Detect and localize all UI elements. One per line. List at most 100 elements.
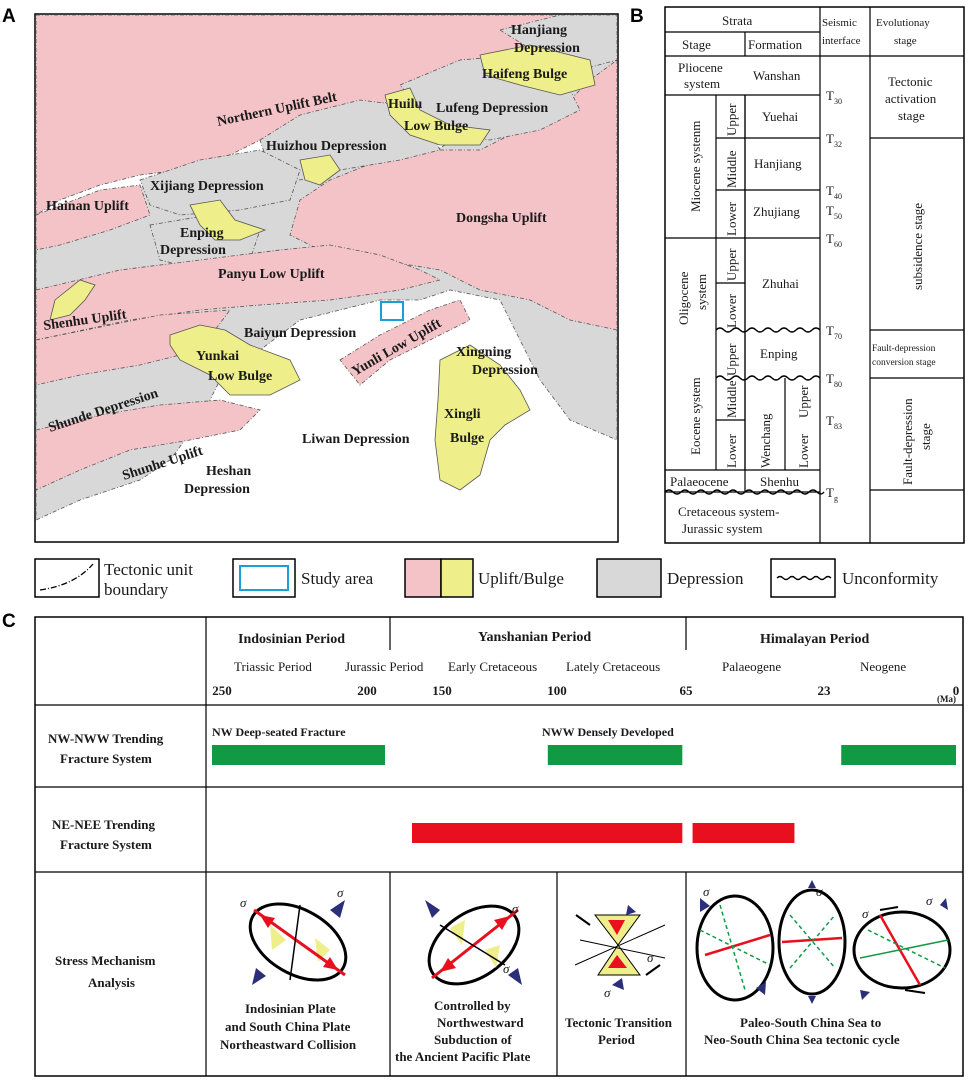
map-shenhu-bulge [49,279,96,321]
strata-cretaceous-1: Cretaceous system- [678,504,779,519]
map-label-xingning-2: Depression [472,363,538,378]
map-label-enping-1: Enping [180,226,224,241]
sigma-label-4a: σ [703,884,710,899]
period-indosinian: Indosinian Period [238,632,345,647]
map-yunli-uplift [339,299,471,386]
strata-formation-zhujiang: Zhujiang [753,204,800,219]
strata-evo-tectonic-3: stage [898,108,925,123]
legend-study-swatch [232,558,296,598]
subperiod-early-cret: Early Cretaceous [448,659,537,674]
fracture-bar-nw-0 [212,745,385,765]
strata-oligocene-upper: Upper [724,248,739,281]
stress-1-line-1: Indosinian Plate [245,1001,336,1016]
map-label-dongsha: Dongsha Uplift [456,211,547,226]
strata-wenchang-lower: Lower [796,433,811,468]
stress-2-line-3: Subduction of [434,1032,512,1047]
stress-3-line-1: Tectonic Transition [565,1015,673,1030]
map-label-xingli-2: Bulge [450,431,484,446]
strata-unconformity-tg [664,489,825,495]
bar-label-nww-dense: NWW Densely Developed [542,725,674,739]
map-label-hanjiang-2: Depression [514,41,580,56]
map-shenhu-uplift [36,309,231,386]
strata-header-seismic-2: interface [822,35,861,47]
strata-table: Strata Stage Formation Seismic interface… [664,6,965,544]
sigma-label-3a: σ [647,950,654,965]
sigma-label-4c: σ [862,906,869,921]
strata-header-evo-1: Evolutionay [876,17,930,29]
strata-header-seismic-1: Seismic [822,17,857,29]
subperiod-triassic: Triassic Period [234,659,312,674]
map-label-panyu: Panyu Low Uplift [218,267,325,282]
stress-1-line-3: Northeastward Collision [220,1037,357,1052]
stress-4-line-2: Neo-South China Sea tectonic cycle [704,1032,900,1047]
panel-a-letter: A [2,6,16,27]
strata-evo-tectonic-1: Tectonic [888,74,933,89]
period-yanshanian: Yanshanian Period [478,630,591,645]
tick-23: 23 [818,683,832,698]
stress-4-line-1: Paleo-South China Sea to [740,1015,881,1030]
stress-diagram-3: σ σ [574,905,666,1000]
sigma-label-4b: σ [816,884,823,899]
subperiod-jurassic: Jurassic Period [345,659,424,674]
map-label-xijiang: Xijiang Depression [150,179,264,194]
strata-eocene: Eocene system [688,377,703,455]
map-xijiang-bulge [189,199,267,241]
strata-palaeocene: Palaeocene [670,474,729,489]
map-label-heshan-1: Heshan [206,464,251,479]
sigma-label-3b: σ [604,985,611,1000]
strata-cretaceous-2: Jurassic system [682,521,763,536]
bar-label-nw-deep: NW Deep-seated Fracture [212,725,346,739]
strata-evo-fdconv-1: Fault-depression [872,344,936,354]
strata-formation-enping: Enping [760,346,798,361]
interface-g: Tg [826,485,838,503]
period-himalayan: Himalayan Period [760,632,869,647]
strata-unconformity-t80 [715,375,821,381]
strata-evo-fd-1: Fault-depression [900,398,915,485]
panel-b-letter: B [630,6,644,27]
map-label-xingli-1: Xingli [444,407,481,422]
legend-study: Study area [301,569,374,588]
tectonic-map: Hanjiang Depression Haifeng Bulge Northe… [34,13,619,543]
map-label-hainan: Hainan Uplift [46,199,129,214]
fracture-bar-nw-1 [547,745,683,765]
legend-depression: Depression [667,569,744,588]
legend-boundary-2: boundary [104,580,169,599]
timeline-table: Indosinian Period Yanshanian Period Hima… [34,616,964,1077]
fracture-bar-nw-2 [841,745,956,765]
strata-oligocene-2: system [694,274,709,310]
legend-unconformity: Unconformity [842,569,939,588]
map-label-lufeng: Lufeng Depression [436,101,548,116]
tick-250: 250 [212,683,232,698]
sigma-label-2a: σ [512,901,519,916]
map-label-xingning-1: Xingning [456,345,511,360]
map-label-huizhou: Huizhou Depression [266,139,387,154]
tick-100: 100 [547,683,567,698]
time-unit: (Ma) [937,694,956,704]
map-yunkai-bulge [169,324,301,396]
sigma-label-1a: σ [240,895,247,910]
tick-0: 0 [953,683,960,698]
tick-150: 150 [432,683,452,698]
subperiod-neogene: Neogene [860,659,906,674]
sigma-label-2b: σ [503,961,510,976]
strata-formation-shenhu: Shenhu [760,474,800,489]
stress-3-line-2: Period [598,1032,636,1047]
strata-oligocene-lower: Lower [724,293,739,328]
strata-formation-zhuhai: Zhuhai [762,276,799,291]
map-label-liwan: Liwan Depression [302,432,410,447]
row-ne-label-1: NE-NEE Trending [52,817,155,832]
stress-diagram-4: σ σ σ σ [695,880,952,1004]
stress-diagram-2: σ σ [425,900,522,986]
legend-depression-swatch [596,558,662,598]
stress-2-line-2: Northwestward [437,1015,524,1030]
stress-1-line-2: and South China Plate [225,1019,351,1034]
strata-miocene-upper: Upper [724,103,739,136]
row-nw-label-1: NW-NWW Trending [48,731,164,746]
subperiod-palaeogene: Palaeogene [722,659,781,674]
fracture-bar-ne-4 [692,823,795,843]
map-xingli-bulge [434,344,531,491]
sigma-label-1b: σ [337,885,344,900]
fracture-bars [212,745,956,843]
map-study-area [380,301,404,321]
